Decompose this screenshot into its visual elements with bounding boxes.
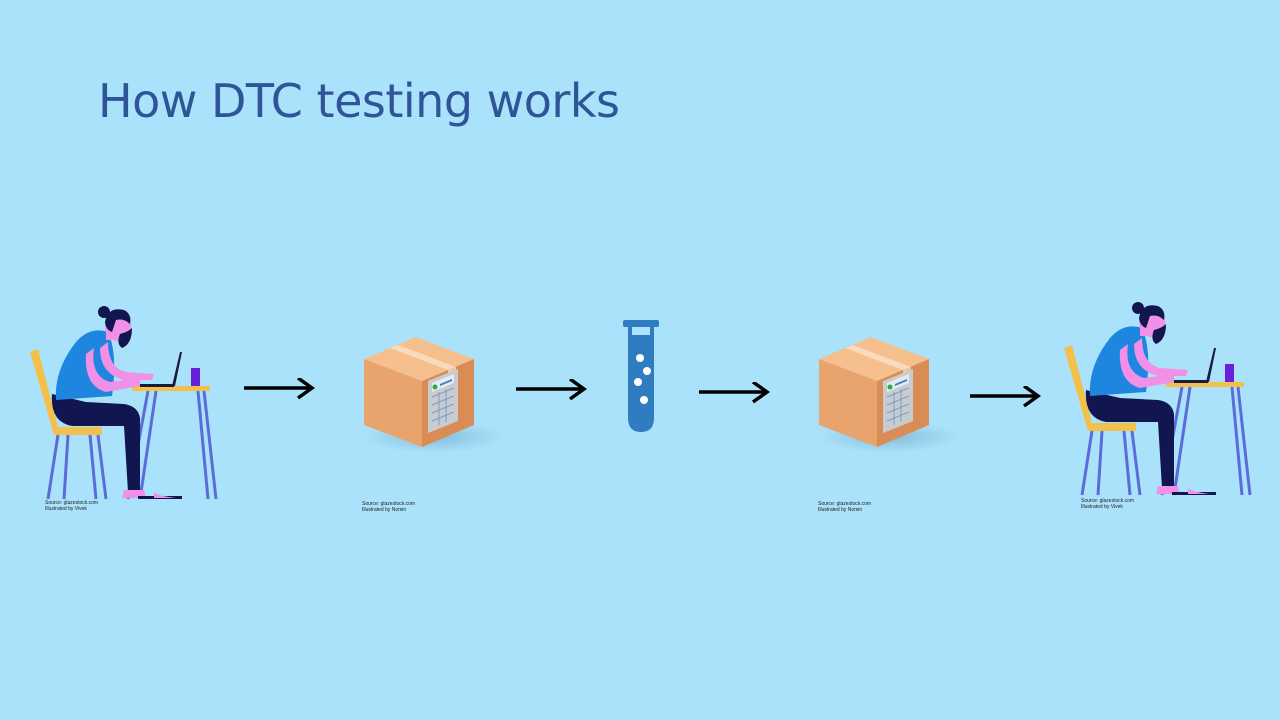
credit-source: Source: glazestock.com bbox=[45, 500, 99, 506]
slide-title: How DTC testing works bbox=[98, 74, 620, 128]
credit-artist: Illustrated by Vivek bbox=[45, 506, 87, 512]
test-tube-icon bbox=[623, 320, 659, 432]
credit-artist: Illustrated by Nomin bbox=[362, 507, 407, 513]
credit-source: Source: glazestock.com bbox=[1081, 498, 1135, 504]
image-credit: Source: glazestock.com Illustrated by No… bbox=[818, 501, 871, 513]
arrow-right-icon bbox=[699, 382, 769, 404]
credit-artist: Illustrated by Nomin bbox=[818, 507, 863, 513]
arrow-right-icon bbox=[970, 386, 1040, 408]
credit-source: Source: glazestock.com bbox=[362, 501, 416, 507]
arrow-right-icon bbox=[244, 378, 314, 400]
image-credit: Source: glazestock.com Illustrated by Vi… bbox=[1081, 498, 1134, 510]
person-at-laptop-icon bbox=[1062, 300, 1252, 497]
image-credit: Source: glazestock.com Illustrated by Vi… bbox=[45, 500, 98, 512]
arrow-right-icon bbox=[516, 379, 586, 401]
person-at-laptop-icon bbox=[28, 304, 218, 501]
image-credit: Source: glazestock.com Illustrated by No… bbox=[362, 501, 415, 513]
credit-source: Source: glazestock.com bbox=[818, 501, 872, 507]
credit-artist: Illustrated by Vivek bbox=[1081, 504, 1123, 510]
